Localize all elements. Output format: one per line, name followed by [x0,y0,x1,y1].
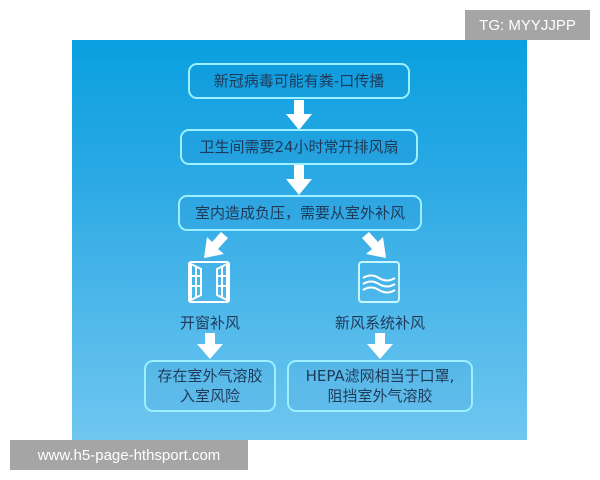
right-branch-label: 新风系统补风 [334,314,425,332]
watermark-top-right-text: TG: MYYJJPP [479,16,576,34]
step-2-box: 卫生间需要24小时常开排风扇 [180,129,418,165]
arrow-down-right-icon [360,232,390,260]
right-result-line-2: 阻挡室外气溶胶 [327,387,433,405]
fresh-air-system-icon [358,261,400,303]
watermark-top-right: TG: MYYJJPP [465,10,590,40]
step-2-text: 卫生间需要24小时常开排风扇 [199,138,399,156]
open-window-icon [187,260,231,304]
watermark-bottom-left: www.h5-page-hthsport.com [10,440,248,470]
step-3-text: 室内造成负压，需要从室外补风 [194,204,405,222]
arrow-down-icon [286,165,312,195]
step-1-text: 新冠病毒可能有粪-口传播 [213,72,385,90]
arrow-down-icon [286,100,312,130]
left-branch-label: 开窗补风 [179,314,240,332]
left-result-box: 存在室外气溶胶 入室风险 [144,360,276,412]
step-3-box: 室内造成负压，需要从室外补风 [178,195,422,231]
arrow-down-left-icon [200,232,230,260]
left-result-line-1: 存在室外气溶胶 [157,367,263,385]
watermark-bottom-left-text: www.h5-page-hthsport.com [37,446,221,464]
arrow-down-icon [197,333,223,363]
arrow-down-icon [367,333,393,363]
step-1-box: 新冠病毒可能有粪-口传播 [188,63,410,99]
right-result-box: HEPA滤网相当于口罩, 阻挡室外气溶胶 [287,360,473,412]
right-result-line-1: HEPA滤网相当于口罩, [305,367,455,385]
left-result-line-2: 入室风险 [179,387,240,405]
